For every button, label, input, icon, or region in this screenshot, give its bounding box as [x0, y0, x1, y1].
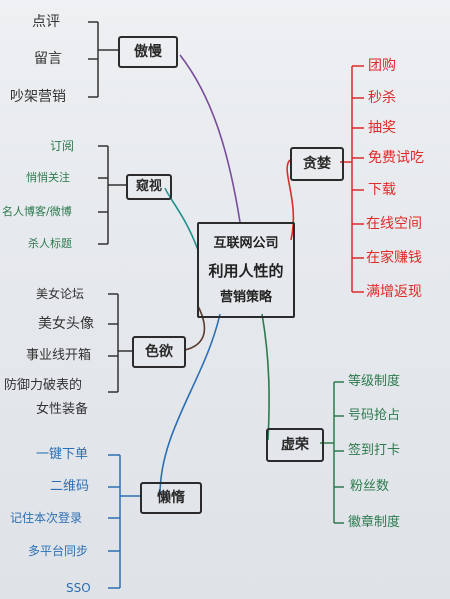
xurong-item: 徽章制度: [348, 515, 401, 530]
tanlan-item: 满增返现: [366, 284, 422, 300]
tanlan-item: 在家赚钱: [366, 250, 422, 266]
node-xurong: 虚荣: [266, 428, 324, 462]
aoman-item: 点评: [32, 14, 60, 30]
lanqing-item: 一键下单: [36, 447, 89, 462]
tanlan-item: 团购: [368, 58, 396, 74]
xurong-item: 粉丝数: [350, 479, 390, 494]
kuishi-item: 订阅: [50, 139, 75, 153]
lanqing-item: 记住本次登录: [10, 511, 83, 525]
node-tanlan: 贪婪: [290, 147, 344, 181]
node-kuishi: 窥视: [126, 174, 172, 200]
tanlan-item: 下载: [368, 182, 396, 198]
center-topic-box: 互联网公司 利用人性的 营销策略: [197, 222, 295, 318]
lanqing-item: SSO: [66, 581, 91, 595]
aoman-item: 吵架营销: [10, 89, 66, 105]
tanlan-item: 免费试吃: [368, 150, 424, 166]
seyu-item: 美女论坛: [36, 287, 85, 301]
xurong-item: 签到打卡: [348, 443, 401, 458]
node-aoman: 傲慢: [118, 36, 178, 68]
xurong-item: 号码抢占: [348, 408, 401, 423]
seyu-item: 女性装备: [36, 402, 89, 417]
tanlan-item: 抽奖: [368, 120, 396, 136]
seyu-item: 美女头像: [38, 316, 94, 332]
kuishi-item: 悄悄关注: [26, 171, 70, 184]
tanlan-item: 在线空间: [366, 216, 422, 232]
center-line-1: 互联网公司: [213, 236, 279, 251]
node-seyu: 色欲: [132, 336, 186, 368]
aoman-item: 留言: [34, 51, 62, 67]
seyu-item: 防御力破表的: [4, 378, 83, 393]
xurong-item: 等级制度: [348, 374, 401, 389]
kuishi-item: 名人博客/微博: [2, 205, 72, 218]
lanqing-item: 多平台同步: [28, 544, 89, 558]
center-line-3: 营销策略: [219, 290, 272, 305]
lanqing-item: 二维码: [50, 479, 90, 494]
kuishi-item: 杀人标题: [28, 237, 72, 250]
center-line-2: 利用人性的: [208, 262, 284, 280]
tanlan-item: 秒杀: [368, 90, 396, 106]
seyu-item: 事业线开箱: [26, 348, 92, 363]
node-lanqing: 懒惰: [140, 482, 202, 514]
